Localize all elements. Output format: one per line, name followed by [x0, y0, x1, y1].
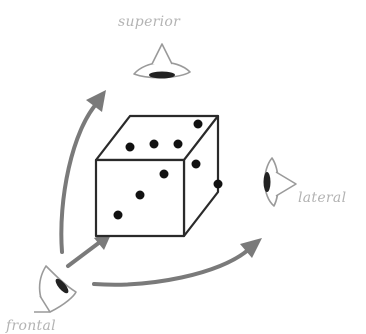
arrow-to-cube: [66, 232, 112, 268]
dice-pip: [173, 139, 183, 149]
superior-label: superior: [118, 14, 181, 30]
dice-pip: [213, 179, 223, 189]
dice-pip: [113, 210, 123, 220]
lateral-eye-icon: [263, 157, 297, 207]
dice-cube: [94, 114, 223, 238]
arrow-to-lateral: [92, 238, 262, 287]
dice-pip: [125, 142, 135, 152]
superior-eye-icon: [133, 43, 191, 79]
dice-pip: [159, 169, 169, 179]
frontal-label: frontal: [5, 318, 56, 334]
dice-pip: [191, 159, 201, 169]
arrow-to-superior: [59, 90, 106, 254]
dice-pip: [193, 119, 203, 129]
dice-pip: [135, 190, 145, 200]
frontal-eye-icon: [34, 265, 77, 313]
lateral-label: lateral: [298, 190, 346, 206]
dice-pip: [149, 139, 159, 149]
